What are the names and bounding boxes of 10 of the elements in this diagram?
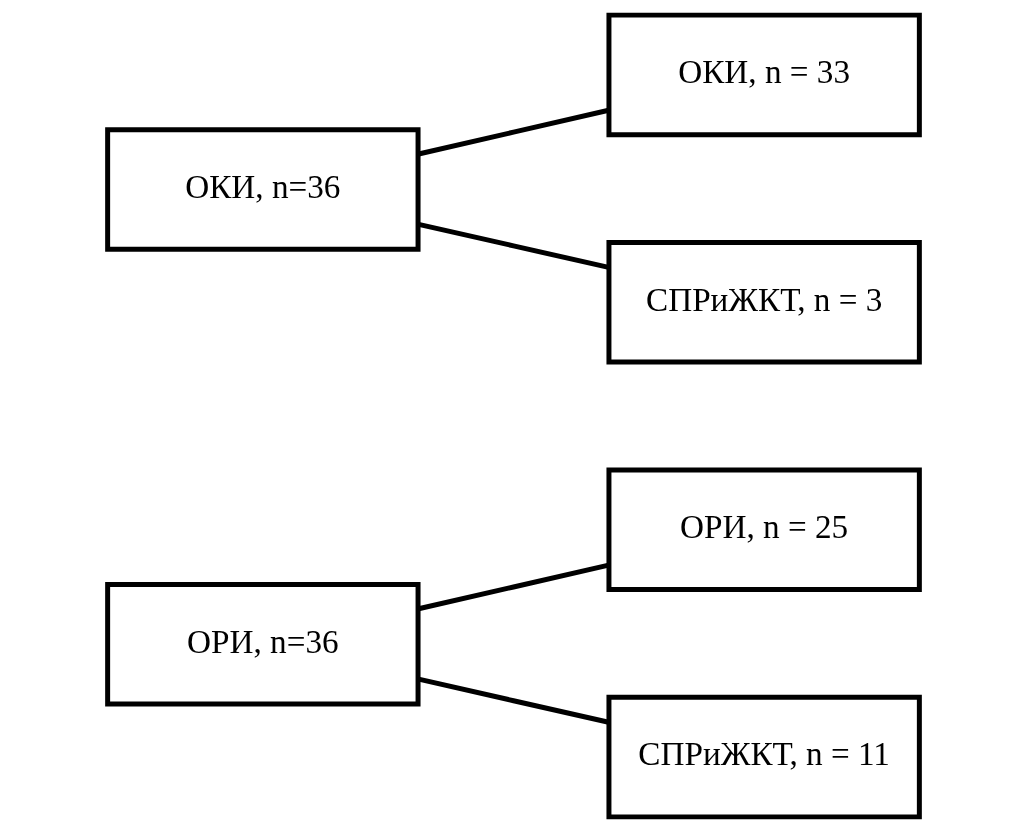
node-box: СПРиЖКТ, n = 11	[606, 694, 922, 820]
node-box: ОРИ, n=36	[105, 582, 421, 707]
node-box: ОКИ, n = 33	[606, 12, 922, 138]
node-box: СПРиЖКТ, n = 3	[606, 240, 922, 365]
connector	[418, 107, 610, 157]
connector	[418, 676, 610, 725]
connector	[418, 562, 610, 612]
node-box: ОРИ, n = 25	[606, 467, 922, 592]
connector	[418, 221, 610, 270]
node-box: ОКИ, n=36	[105, 127, 421, 252]
